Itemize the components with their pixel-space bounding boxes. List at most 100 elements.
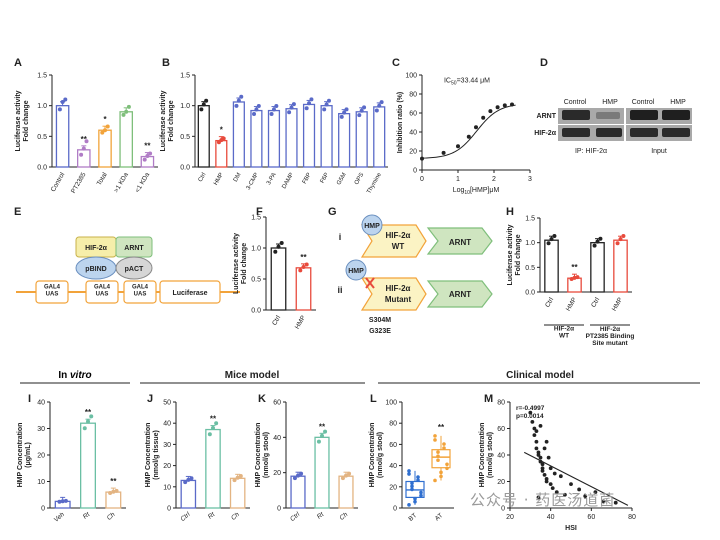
panel-M-regression-line [523, 451, 629, 506]
panel-D-band [562, 110, 590, 120]
panel-M-point [542, 472, 547, 477]
panel-G-arnt-label-2: ARNT [449, 290, 471, 299]
panel-C-point [495, 105, 500, 110]
panel-B-point [269, 111, 274, 116]
panel-K-bar [314, 436, 330, 509]
panel-A-category-label: >1 KDa [113, 171, 130, 194]
panel-G-block-cross [365, 277, 375, 289]
panel-A-point [57, 107, 62, 112]
panel-F-point [298, 268, 303, 273]
panel-F-bar [270, 247, 287, 311]
panel-M-point [550, 486, 555, 491]
panel-B-point [199, 107, 204, 112]
panel-A-ytick-label: 1.0 [37, 103, 47, 110]
panel-B-bar [373, 106, 386, 168]
panel-F-ytick-label: 1.5 [251, 215, 261, 222]
panel-B-category-label: Thymine [366, 171, 383, 194]
panel-H-point [592, 243, 597, 248]
panel-D-band [596, 112, 620, 119]
panel-G-hmp-label-1: HMP [364, 223, 380, 230]
panel-L-ytick-label: 0 [393, 506, 397, 513]
panel-F-ytick-label: 0.5 [251, 277, 261, 284]
panel-C-ytick-label: 20 [409, 149, 417, 156]
panel-G-arnt-chevron-2 [426, 280, 493, 308]
panel-J-ytick-label: 40 [163, 421, 171, 428]
panel-G-wt-name: HIF-2α [386, 231, 411, 240]
panel-D-band [630, 128, 658, 137]
panel-L-ytick-label: 100 [385, 400, 397, 407]
panel-B-ylabel: Luciferase activityFold change [160, 90, 175, 151]
panel-K-ytick-label: 60 [273, 400, 281, 407]
panel-I-category-label: Rt [82, 510, 92, 520]
panel-J-ytick-label: 30 [163, 442, 171, 449]
panel-B-point [291, 102, 296, 107]
panel-D-band [662, 128, 690, 137]
panel-F-point [301, 264, 306, 269]
panel-J-bar [205, 428, 221, 509]
panel-J-point [207, 432, 212, 437]
panel-B-point [359, 108, 364, 113]
panel-K-category-label: Ctrl [289, 511, 302, 523]
panel-letter-B: B [162, 57, 170, 69]
panel-letter-D: D [540, 57, 548, 69]
panel-B-point [304, 106, 309, 111]
panel-K-point [296, 473, 300, 478]
panel-K-ylabel: HMP Concentration(nmol/g stool) [255, 423, 270, 488]
panel-A-significance: ** [81, 135, 88, 144]
panel-A-bar [140, 155, 155, 168]
panel-K-ytick-label: 20 [273, 470, 281, 477]
panel-G-arnt-chevron-1 [426, 227, 493, 255]
panel-M-point [538, 455, 543, 460]
panel-H-point [595, 239, 600, 244]
panel-L-point [436, 458, 440, 463]
panel-A-category-label: Control [50, 171, 67, 193]
panel-G-mutation-2: G323E [369, 328, 391, 335]
panel-A-point [126, 104, 131, 109]
panel-letter-K: K [258, 393, 266, 405]
panel-H-point [621, 234, 626, 239]
panel-A-category-label: <1 KDa [134, 171, 151, 194]
panel-L-point [410, 481, 414, 486]
panel-J-category-label: Ch [230, 511, 241, 522]
panel-A-point [145, 153, 150, 158]
panel-D-group-label: Input [651, 148, 667, 155]
panel-A-point [142, 157, 147, 162]
panel-K-point [347, 471, 352, 476]
panel-I-significance: ** [110, 477, 117, 486]
panel-J-point [211, 425, 215, 430]
panel-C-point [456, 144, 460, 149]
panel-F-significance: ** [300, 253, 307, 262]
panel-I-ytick-label: 40 [37, 400, 45, 407]
panel-I-ytick-label: 10 [37, 479, 45, 486]
panel-B-ytick-label: 0.5 [180, 134, 190, 141]
panel-L-point [433, 434, 437, 438]
panel-M-point [548, 466, 553, 471]
panel-M-point [544, 479, 549, 484]
panel-C-point [420, 156, 424, 161]
panel-L-significance: ** [438, 423, 445, 432]
panel-H-category-label: HMP [565, 297, 578, 313]
panel-M-point [558, 474, 563, 479]
panel-K-point [299, 471, 304, 476]
panel-J-point [189, 476, 194, 481]
panel-H-point [618, 237, 623, 242]
panel-K-point [323, 429, 328, 434]
panel-B-point [239, 94, 244, 99]
panel-M-point [593, 490, 598, 494]
panel-D-column-label: Control [564, 99, 587, 106]
panel-I-ylabel: HMP Concentration(μg/mL) [17, 423, 32, 488]
panel-L-point [436, 454, 440, 458]
panel-A-significance: ** [144, 142, 151, 151]
panel-letter-F: F [256, 206, 263, 218]
panel-J-ytick-label: 20 [163, 463, 171, 470]
panel-I-bar [105, 491, 122, 509]
panel-M-point [613, 500, 618, 505]
panel-L-point [413, 496, 417, 501]
panel-L-point [439, 474, 443, 479]
panel-J-bar [180, 479, 197, 509]
watermark-text: 公众号 · 药医汤道菌 [470, 491, 616, 509]
panel-L-point [442, 446, 446, 450]
panel-M-p-value: p=0.0014 [516, 413, 544, 420]
